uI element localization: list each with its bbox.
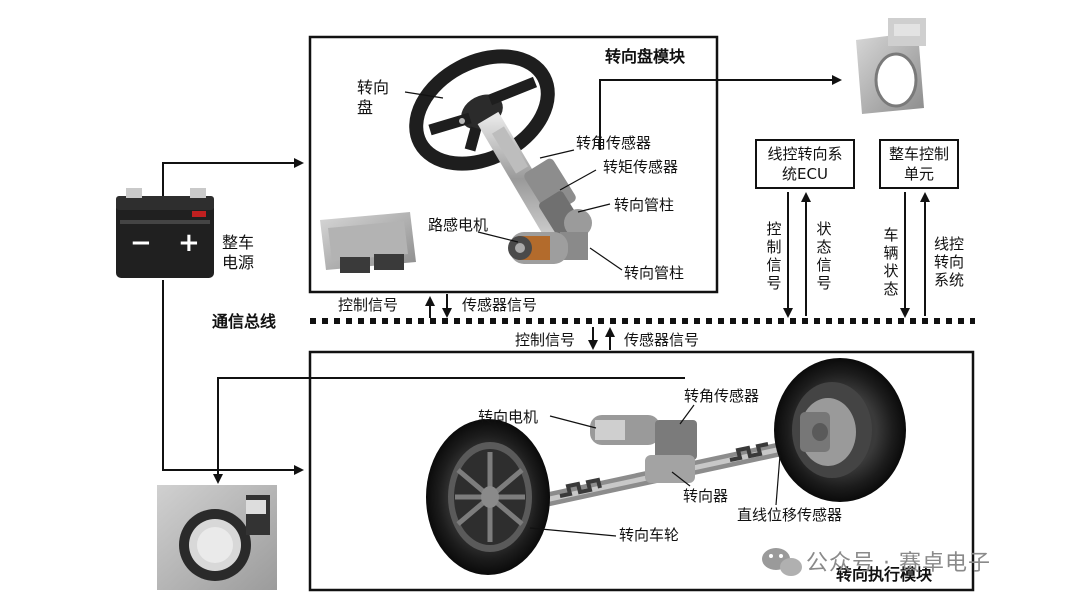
angle-sensor-label: 转角传感器 [576,134,652,152]
wechat-icon [762,548,802,576]
vcu-box: 整车控制单元 [879,139,959,189]
top-sensor-signal-label: 传感器信号 [462,296,538,314]
bottom-steering-gear-label: 转向器 [683,487,729,505]
torque-sensor-label: 转矩传感器 [603,158,679,176]
leader-bottom-wheel [529,527,617,537]
right-wheel-illustration [774,358,906,502]
bottom-control-signal-label: 控制信号 [515,331,576,349]
steering-actuator-illustration [543,415,802,507]
steering-execution-module-title: 转向执行模块 [836,565,933,584]
steering-wheel-module-title: 转向盘模块 [605,47,686,66]
top-control-signal-label: 控制信号 [338,296,399,314]
ecu-unit-illustration [320,212,416,273]
leader-road-feel-motor [477,231,519,243]
arrow-to-top-sensor [599,75,842,150]
ecu-control-signal-label: 控制信号 [766,220,782,292]
battery-minus-sign: − [130,228,152,258]
battery-plus-sign: + [178,228,200,258]
bottom-motor-label: 转向电机 [478,408,539,426]
watermark-text: 公众号 · 赛卓电子 [806,551,991,576]
ecu-box: 线控转向系统ECU [755,139,855,189]
leader-bottom-angle-sensor [679,404,695,425]
bottom-wheel-label: 转向车轮 [619,526,680,544]
steering-execution-module-frame [308,350,975,592]
leader-column-1 [577,203,611,213]
power-label: 整车电源 [222,233,255,272]
column-label-1: 转向管柱 [614,196,675,214]
road-feel-motor-illustration [508,232,568,264]
leader-bottom-linear-sensor [775,454,781,506]
road-feel-motor-label: 路感电机 [428,216,489,234]
steering-column-illustration [477,111,592,260]
bus-label: 通信总线 [212,312,277,331]
vcu-vehicle-status-label: 车辆状态 [883,226,899,298]
power-line-top [162,158,304,200]
bottom-angle-sensor-label: 转角传感器 [684,387,760,405]
leader-torque-sensor [559,169,597,191]
feedback-line-left [213,377,685,484]
ecu-status-signal-label: 状态信号 [816,220,832,292]
leader-angle-sensor [539,149,575,159]
column-label-2: 转向管柱 [624,264,685,282]
power-line-bottom [162,280,304,475]
left-wheel-illustration [426,419,550,575]
leader-column-2 [589,247,623,271]
leader-bottom-motor [549,415,597,429]
vcu-sbw-label: 线控转向系统 [934,235,965,289]
top-right-sensor-illustration [856,18,926,114]
bottom-sensor-signal-label: 传感器信号 [624,331,700,349]
bottom-left-sensor-illustration [157,485,277,590]
steering-wheel-module-frame [308,35,719,294]
battery-illustration [116,188,214,278]
steering-wheel-label: 转向盘 [357,78,390,117]
bottom-linear-sensor-label: 直线位移传感器 [737,506,843,524]
leader-steering-wheel [404,91,444,99]
steering-wheel-illustration [409,49,555,171]
leader-bottom-steering-gear [671,471,691,487]
